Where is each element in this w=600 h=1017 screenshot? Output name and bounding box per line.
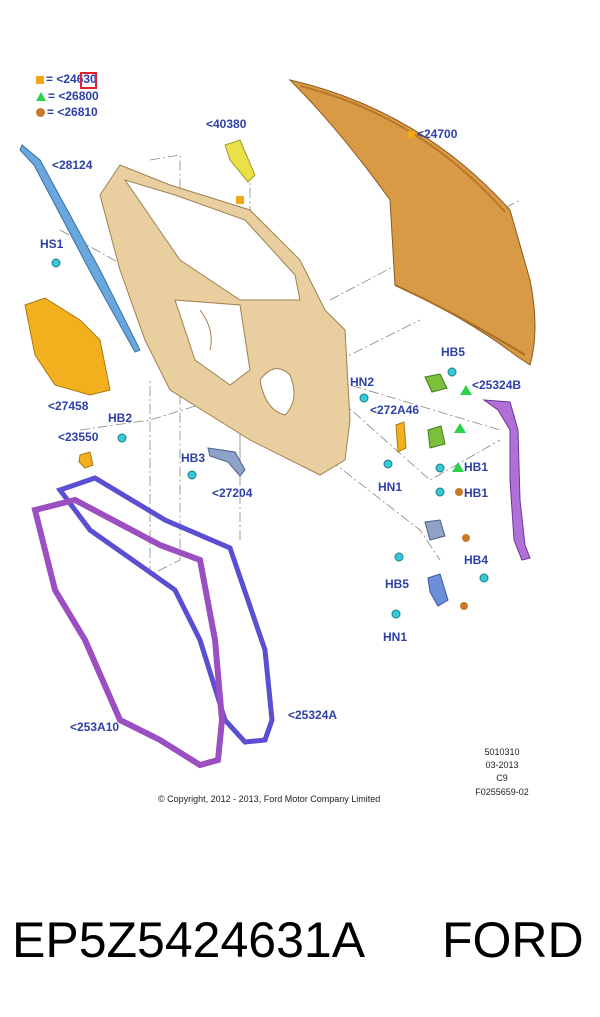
legend-item-24630: = <24630 bbox=[36, 72, 97, 86]
exploded-door-diagram bbox=[19, 79, 536, 769]
upper-hinge bbox=[424, 373, 448, 393]
label-hs1: HS1 bbox=[40, 237, 64, 251]
green-triangle-icon bbox=[36, 92, 46, 102]
label-hb3: HB3 bbox=[181, 451, 206, 465]
label-27204: <27204 bbox=[212, 486, 253, 500]
label-253a10: <253A10 bbox=[70, 720, 120, 734]
callout-markers bbox=[452, 385, 472, 610]
label-hb1-b: HB1 bbox=[464, 486, 489, 500]
brown-circle-icon bbox=[36, 108, 45, 118]
lower-bracket-lower bbox=[427, 573, 449, 607]
label-hb1-a: HB1 bbox=[464, 460, 489, 474]
ref-code-3: C9 bbox=[496, 773, 508, 783]
part-number: EP5Z5424631A bbox=[12, 912, 366, 968]
label-272a46: <272A46 bbox=[370, 403, 420, 417]
brand-name: FORD bbox=[442, 912, 584, 968]
door-weatherstrip-outer bbox=[55, 475, 275, 745]
legend-item-26810: = <26810 bbox=[36, 105, 98, 119]
check-strap bbox=[207, 447, 246, 477]
door-seal-strip bbox=[482, 399, 531, 561]
ref-code-2: 03-2013 bbox=[485, 760, 519, 770]
label-28124: <28124 bbox=[52, 158, 93, 172]
label-27458: <27458 bbox=[48, 399, 89, 413]
ref-code-1: 5010310 bbox=[484, 747, 520, 757]
clip-272a46 bbox=[395, 421, 407, 453]
orange-square-icon bbox=[408, 131, 415, 139]
orange-square-icon bbox=[36, 75, 44, 84]
marker-square bbox=[236, 196, 244, 204]
label-hn1-mid: HN1 bbox=[378, 480, 403, 494]
lower-bracket-upper bbox=[424, 519, 446, 541]
footer: EP5Z5424631A FORD bbox=[0, 890, 600, 990]
label-25324a: <25324A bbox=[288, 708, 338, 722]
middle-hinge bbox=[427, 425, 446, 449]
door-outer-panel bbox=[288, 79, 536, 366]
label-24700: <24700 bbox=[408, 127, 457, 141]
label-hb2: HB2 bbox=[108, 411, 133, 425]
ref-code-4: F0255659-02 bbox=[475, 787, 529, 797]
label-40380: <40380 bbox=[206, 117, 247, 131]
label-hn2: HN2 bbox=[350, 375, 375, 389]
upper-bracket bbox=[224, 139, 256, 183]
label-25324b: <25324B bbox=[472, 378, 522, 392]
fasteners bbox=[51, 258, 489, 619]
door-weatherstrip-inner bbox=[31, 496, 226, 769]
diagram-illustration bbox=[19, 79, 536, 769]
nut-23550 bbox=[78, 451, 94, 469]
label-hn1-bottom: HN1 bbox=[383, 630, 408, 644]
highlight-box bbox=[80, 72, 97, 89]
legend-item-26800: = <26800 bbox=[36, 89, 99, 103]
label-hb5-top: HB5 bbox=[441, 345, 466, 359]
copyright-text: © Copyright, 2012 - 2013, Ford Motor Com… bbox=[158, 794, 381, 804]
label-23550: <23550 bbox=[58, 430, 99, 444]
label-hb4: HB4 bbox=[464, 553, 489, 567]
door-inner-frame bbox=[99, 164, 351, 476]
insulator-pad bbox=[24, 297, 111, 396]
glass-run-channel bbox=[19, 144, 141, 353]
label-hb5-bottom: HB5 bbox=[385, 577, 410, 591]
